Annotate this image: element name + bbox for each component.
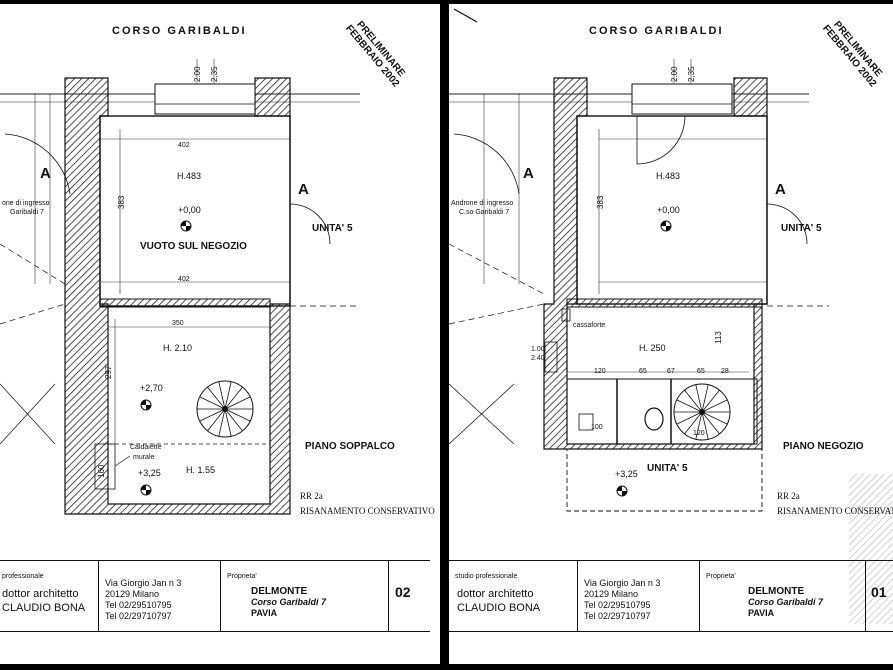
sheet-number-cell: 01 [865,561,893,631]
studio-label: professionale [2,573,44,580]
address-line: 20129 Milano [584,589,639,599]
section-marker: A [775,181,786,198]
level-label: +0,00 [657,205,680,215]
dimension-label: 2,35 [210,66,219,82]
level-marker-fill [181,221,191,231]
title-block: studio professionale dottor architetto C… [449,560,893,632]
owner-name: DELMONTE [748,586,805,597]
door-dimension: 1.00 [531,346,545,353]
level-marker-fill [141,485,151,495]
spiral-staircase [673,383,731,441]
dimension-label: 28 [721,368,729,375]
phone-line: Tel 02/29510795 [584,600,651,610]
owner-city: PAVIA [251,608,278,618]
owner-address: Corso Garibaldi 7 [748,597,824,607]
room-height: H. 1.55 [186,465,216,475]
room-height: H.483 [656,171,681,181]
floor-plan-drawing [449,8,893,624]
street-label: CORSO GARIBALDI [589,25,724,37]
entrance-label: Garibaldi 7 [10,209,44,216]
dimension-label: 113 [714,331,723,344]
dimension-label: 67 [667,368,675,375]
owner-cell: Proprieta' DELMONTE Corso Garibaldi 7 PA… [699,561,866,631]
studio-label: studio professionale [455,573,518,580]
room-height: H. 2.10 [163,343,193,353]
level-marker-fill [141,400,151,410]
section-marker: A [298,181,309,198]
dimension-label: 402 [178,142,190,149]
dimension-label: 350 [172,320,184,327]
sheet-number-cell: 02 [388,561,431,631]
sheet-number: 02 [395,584,411,600]
room-name: VUOTO SUL NEGOZIO [140,241,247,252]
dimension-label: 2,35 [687,66,696,82]
address-line: Via Giorgio Jan n 3 [584,578,661,588]
rr-label: RR 2a [300,491,323,501]
section-marker: A [523,165,534,182]
level-label: +0,00 [178,205,201,215]
level-label: +2,70 [140,383,163,393]
level-marker-fill [661,221,671,231]
spiral-staircase [196,380,254,438]
sheet-number: 01 [871,584,887,600]
unit-label: UNITA' 5 [312,223,353,234]
address-line: Via Giorgio Jan n 3 [105,578,182,588]
unit-label: UNITA' 5 [647,463,688,474]
phone-line: Tel 02/29710797 [105,611,172,621]
plan-name: PIANO SOPPALCO [305,441,395,452]
dimension-label: 2.00 [670,66,679,82]
address-cell: Via Giorgio Jan n 3 20129 Milano Tel 02/… [577,561,700,631]
room-height: H.483 [177,171,202,181]
phone-line: Tel 02/29510795 [105,600,172,610]
owner-label: Proprieta' [706,573,736,580]
level-label: +3,25 [138,468,161,478]
dimension-label: 2.00 [193,66,202,82]
owner-address: Corso Garibaldi 7 [251,597,327,607]
floor-plan-drawing [0,59,360,515]
dimension-label: 65 [639,368,647,375]
rr-label: RR 2a [777,491,800,501]
address-cell: Via Giorgio Jan n 3 20129 Milano Tel 02/… [98,561,221,631]
dimension-label: 383 [117,195,126,209]
dimension-label: 383 [596,195,605,209]
dimension-label: 297 [104,365,113,379]
owner-name: DELMONTE [251,586,308,597]
dimension-label: 120 [693,430,705,437]
entrance-label: Androne di ingresso [451,200,514,207]
dimension-label: 160 [97,464,106,478]
owner-city: PAVIA [748,608,775,618]
dimension-label: 100 [591,424,603,431]
drawing-sheet-soppalco: CORSO GARIBALDI PRELIMINARE FEBBRAIO 200… [0,4,440,664]
plan-name: PIANO NEGOZIO [783,441,864,452]
phone-line: Tel 02/29710797 [584,611,651,621]
unit-label: UNITA' 5 [781,223,822,234]
intervention-label: RISANAMENTO CONSERVATIVO [777,506,893,516]
address-line: 20129 Milano [105,589,160,599]
street-label: CORSO GARIBALDI [112,25,247,37]
architect-role: dottor architetto [457,588,534,600]
boiler-label: murale [133,454,155,461]
room-height: H. 250 [639,343,666,353]
boiler-label: Caldaiette [130,444,162,451]
entrance-label: C.so Garibaldi 7 [459,209,510,216]
section-marker: A [40,165,51,182]
architect-name: CLAUDIO BONA [2,602,86,614]
owner-cell: Proprieta' DELMONTE Corso Garibaldi 7 PA… [220,561,389,631]
drawing-sheet-negozio: CORSO GARIBALDI PRELIMINARE FEBBRAIO 200… [449,4,893,664]
safe-label: cassaforte [573,322,606,329]
level-marker-fill [617,486,627,496]
title-block: professionale dottor architetto CLAUDIO … [0,560,430,632]
dimension-label: 402 [178,276,190,283]
dimension-label: 120 [594,368,606,375]
entrance-label: one di ingresso [2,200,50,207]
door-dimension: 2.40 [531,355,545,362]
dimension-label: 65 [697,368,705,375]
intervention-label: RISANAMENTO CONSERVATIVO [300,506,435,516]
owner-label: Proprieta' [227,573,257,580]
level-label: +3,25 [615,469,638,479]
architect-role: dottor architetto [2,588,79,600]
architect-name: CLAUDIO BONA [457,602,541,614]
